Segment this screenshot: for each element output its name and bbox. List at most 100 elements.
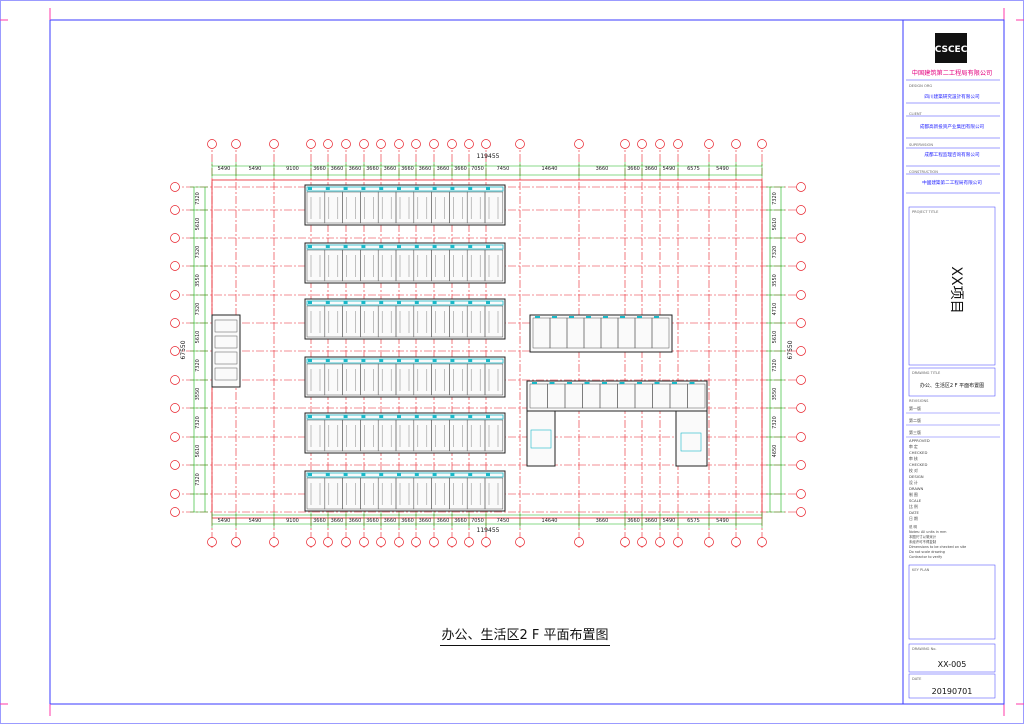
dim-text-bottom: 3660: [384, 518, 397, 524]
dim-text-top: 3660: [349, 166, 362, 172]
grid-bubble-bottom: [231, 537, 241, 547]
drawing-title: 办公、生活区2 F 平面布置图: [440, 624, 610, 646]
dim-text-bottom: 3660: [366, 518, 379, 524]
dim-text-left: 7320: [195, 246, 201, 259]
grid-bubble-bottom: [306, 537, 316, 547]
toilet-room: [214, 335, 238, 349]
key-plan-label: KEY PLAN: [912, 568, 930, 572]
window: [432, 245, 437, 248]
dim-text-right: 3550: [772, 274, 778, 287]
grid-bubble-top: [231, 139, 241, 149]
dim-text-left: 7320: [195, 192, 201, 205]
height-dim-left: 67550: [180, 340, 187, 359]
signature-row: DRAWN: [909, 486, 924, 491]
dim-text-left: 7320: [195, 359, 201, 372]
dim-text-bottom: 6575: [687, 518, 700, 524]
grid-bubble-right: [796, 182, 806, 192]
supervision-value: 成都工程监理咨询有限公司: [924, 151, 980, 158]
signature-row: 制 图: [909, 492, 918, 497]
dim-text-right: 3550: [772, 388, 778, 401]
construction-value: 中國建築第二工程局有限公司: [922, 179, 982, 186]
dim-text-bottom: 3660: [419, 518, 432, 524]
grid-bubble-bottom: [620, 537, 630, 547]
grid-bubble-left: [170, 489, 180, 499]
window: [414, 473, 419, 476]
dorm-room: [484, 419, 504, 452]
grid-bubble-bottom: [704, 537, 714, 547]
window: [654, 316, 659, 318]
dim-text-top: 5490: [663, 166, 676, 172]
window: [379, 473, 384, 476]
signature-row: 日 期: [909, 516, 918, 521]
drawing-label: DRAWING TITLE: [912, 371, 941, 375]
room-blocks: [211, 184, 708, 512]
window: [414, 187, 419, 190]
grid-bubble-bottom: [341, 537, 351, 547]
dorm-block: [304, 470, 506, 512]
window: [549, 382, 555, 384]
grid-bubble-left: [170, 233, 180, 243]
dim-text-top: 9100: [286, 166, 299, 172]
design-value: 四川建築研究設計有限公司: [924, 93, 980, 100]
dim-text-bottom: 3660: [645, 518, 658, 524]
office-wing: [526, 380, 708, 412]
window: [603, 316, 608, 318]
note-row: Dimensions to be checked on site: [909, 545, 966, 549]
note-row: 说 明: [909, 524, 917, 529]
grid-bubble-bottom: [447, 537, 457, 547]
window: [361, 301, 366, 304]
grid-bubble-top: [359, 139, 369, 149]
grid-bubble-top: [429, 139, 439, 149]
dimension-texts: 5490 5490 9100 3660 3660 3660 3660 3660 3660 3660…: [195, 166, 778, 524]
grid-bubble-left: [170, 507, 180, 517]
grid-bubble-top: [620, 139, 630, 149]
dim-text-left: 7320: [195, 416, 201, 429]
dim-text-top: 3660: [437, 166, 450, 172]
window: [619, 382, 625, 384]
dim-text-top: 5490: [716, 166, 729, 172]
grid-bubble-top: [306, 139, 316, 149]
grid-bubble-bottom: [359, 537, 369, 547]
dim-text-bottom: 5490: [663, 518, 676, 524]
dim-text-bottom: 3660: [454, 518, 467, 524]
meeting-room-left: [526, 410, 556, 467]
grid-bubble-top: [447, 139, 457, 149]
grid-bubble-top: [704, 139, 714, 149]
grid-bubble-bottom: [637, 537, 647, 547]
grid-bubble-top: [464, 139, 474, 149]
drawing-date: 20190701: [932, 687, 973, 696]
dim-text-top: 6575: [687, 166, 700, 172]
total-dim-bottom: 119455: [477, 527, 500, 534]
window: [308, 301, 312, 304]
window: [325, 245, 330, 248]
dim-text-top: 3660: [645, 166, 658, 172]
dim-text-right: 4650: [772, 445, 778, 458]
window: [397, 415, 401, 418]
dim-text-bottom: 7450: [497, 518, 510, 524]
grid-bubble-right: [796, 261, 806, 271]
window: [325, 187, 330, 190]
window: [343, 245, 348, 248]
signature-row: 比 例: [909, 504, 918, 509]
window: [432, 359, 437, 362]
window: [486, 245, 490, 248]
signature-row: 设 计: [909, 480, 918, 485]
window: [432, 187, 437, 190]
grid-bubble-top: [757, 139, 767, 149]
note-row: Notes: All units in mm: [909, 530, 947, 534]
window: [308, 415, 312, 418]
window: [468, 245, 473, 248]
window: [379, 415, 384, 418]
dim-text-bottom: 7050: [471, 518, 484, 524]
note-row: Do not scale drawing: [909, 550, 945, 554]
design-label: DESIGN ORG: [909, 84, 932, 88]
window: [450, 415, 455, 418]
grid-bubble-right: [796, 290, 806, 300]
dim-text-left: 5610: [195, 218, 201, 231]
dim-text-right: 7320: [772, 246, 778, 259]
office-room: [687, 383, 706, 409]
window: [468, 473, 473, 476]
revision-row: 第三版: [909, 429, 921, 435]
dorm-room: [484, 249, 504, 282]
date-label: DATE: [912, 677, 922, 681]
